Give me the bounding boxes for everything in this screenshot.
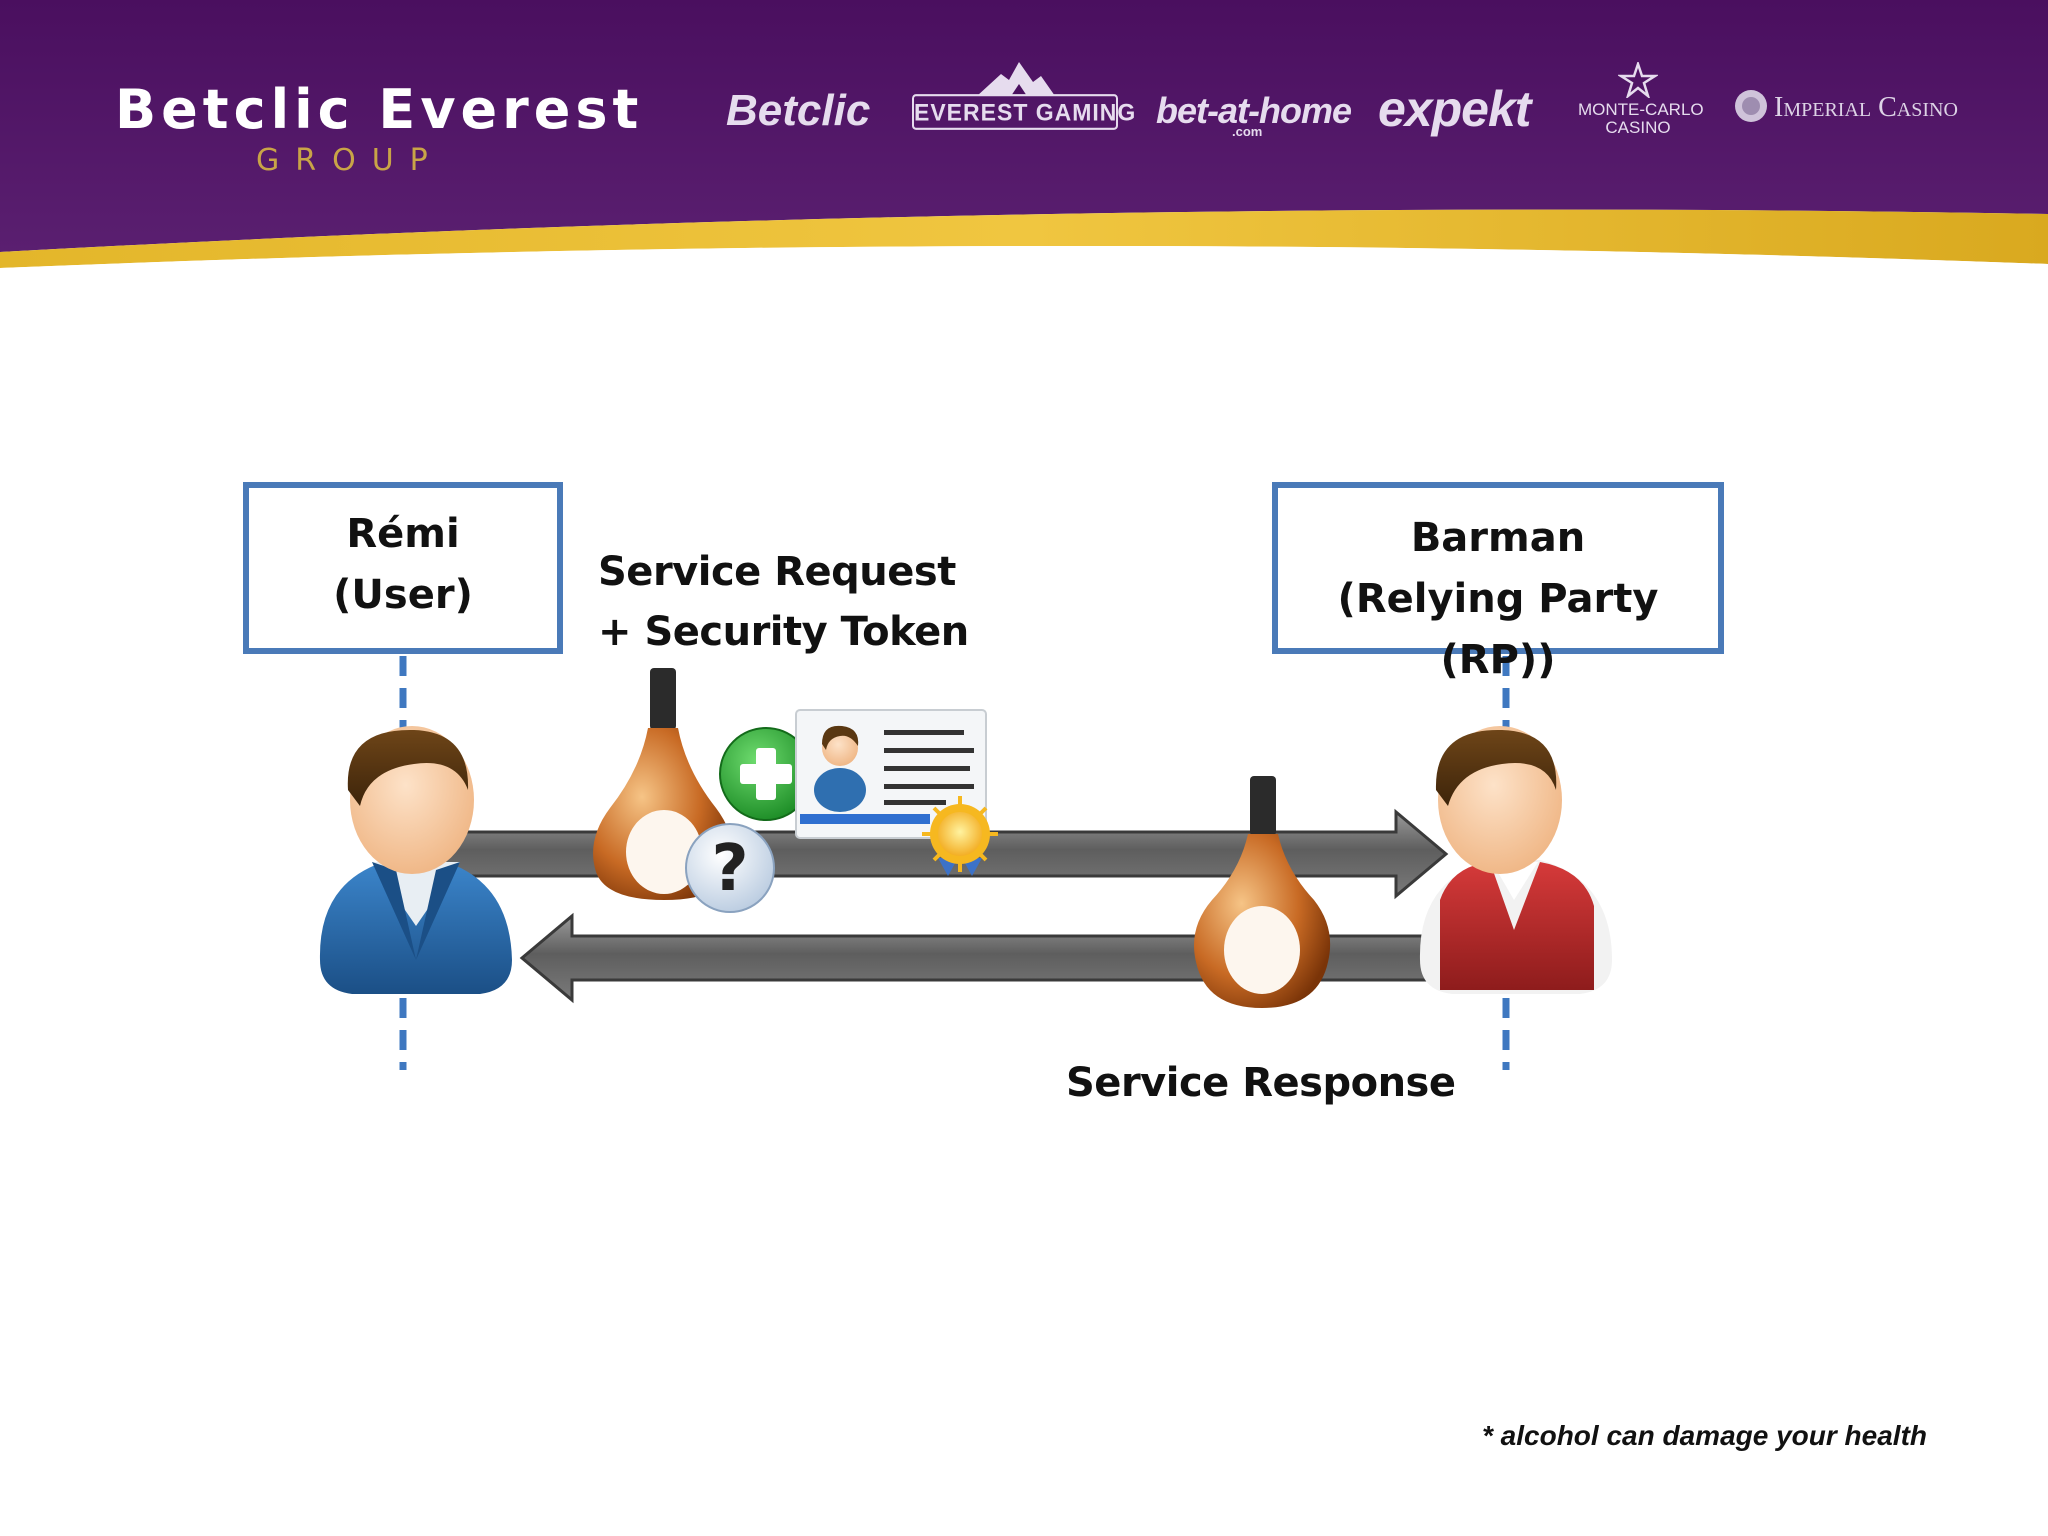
bet-at-home-suffix: .com: [1232, 124, 1263, 139]
brand-subtitle: GROUP: [256, 143, 444, 178]
imperial-emblem-icon: [1735, 90, 1767, 122]
imperial-casino-logo: Imperial Casino: [1774, 92, 1958, 123]
monte-carlo-logo: MONTE-CARLO CASINO: [1578, 100, 1704, 137]
service-request-line1: Service Request: [598, 549, 956, 595]
svg-text:?: ?: [711, 832, 748, 906]
header-banner: [0, 0, 2048, 290]
barman-person-icon: [1419, 726, 1612, 994]
bet-at-home-logo: bet-at-home: [1156, 90, 1352, 131]
service-response-label: Service Response: [1066, 1060, 1456, 1106]
relying-party-box: Barman (Relying Party (RP)): [1272, 482, 1724, 683]
expekt-logo: expekt: [1378, 81, 1531, 137]
monte-carlo-line2: CASINO: [1605, 118, 1671, 137]
footnote: * alcohol can damage your health: [1482, 1420, 1928, 1451]
monte-carlo-emblem-icon: [1618, 62, 1658, 98]
user-box: Rémi (User): [243, 482, 563, 654]
security-token-card-icon: [795, 709, 987, 839]
monte-carlo-line1: MONTE-CARLO: [1578, 100, 1704, 119]
cognac-bottle-response-icon: [1194, 776, 1331, 1008]
service-request-line2: + Security Token: [598, 609, 969, 655]
betclic-logo: Betclic: [726, 86, 871, 135]
user-name: Rémi: [346, 511, 460, 557]
user-person-icon: [319, 726, 512, 994]
rp-name: Barman: [1410, 515, 1586, 561]
question-mark-icon: ?: [685, 823, 775, 913]
everest-gaming-logo: EVEREST GAMING: [912, 94, 1135, 130]
user-role: (User): [333, 572, 473, 618]
brand-title: Betclic Everest: [115, 78, 644, 141]
add-plus-icon: [719, 727, 813, 821]
everest-mountain-icon: [977, 62, 1055, 96]
rp-role: (Relying Party (RP)): [1337, 576, 1659, 683]
seal-sun-icon: [922, 796, 998, 876]
service-request-label: Service Request + Security Token: [598, 542, 969, 662]
